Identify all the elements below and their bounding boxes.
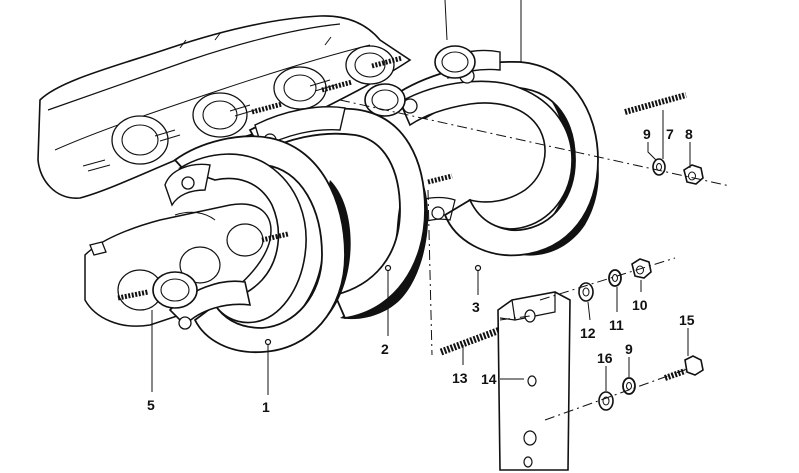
washer-9-lower	[622, 377, 636, 395]
washer-9-upper	[652, 158, 666, 176]
stud-13	[439, 326, 502, 356]
stud-7	[624, 92, 687, 115]
bracket-14	[497, 291, 571, 471]
nut-8	[683, 164, 704, 185]
washer-16	[598, 391, 614, 411]
callout-11: 11	[609, 317, 624, 333]
callout-9-lower: 9	[625, 341, 633, 357]
callout-13: 13	[452, 370, 468, 386]
callout-9-upper: 9	[643, 126, 651, 142]
callout-2: 2	[381, 341, 389, 357]
callout-3: 3	[472, 299, 480, 315]
lock-washer-11	[608, 269, 622, 287]
callout-1: 1	[262, 399, 270, 415]
assembly-axes	[339, 99, 731, 421]
washer-12	[578, 282, 594, 302]
bolt-15	[664, 355, 704, 381]
callout-12: 12	[580, 325, 596, 341]
cylinder-head	[37, 15, 412, 199]
callout-15: 15	[679, 312, 695, 328]
manifold-section-2	[248, 106, 429, 320]
callout-7: 7	[666, 126, 674, 142]
callout-16: 16	[597, 350, 613, 366]
callout-labels: 1 2 3 5 7 8 9 10 11 12 13 14 15 16 9	[147, 126, 695, 415]
manifold-section-1	[164, 135, 351, 354]
callout-5: 5	[147, 397, 155, 413]
manifold-studs	[117, 55, 453, 301]
callout-14: 14	[481, 371, 497, 387]
gasket-lower	[152, 271, 198, 309]
callout-8: 8	[685, 126, 693, 142]
leader-lines	[151, 0, 691, 395]
callout-10: 10	[632, 297, 648, 313]
